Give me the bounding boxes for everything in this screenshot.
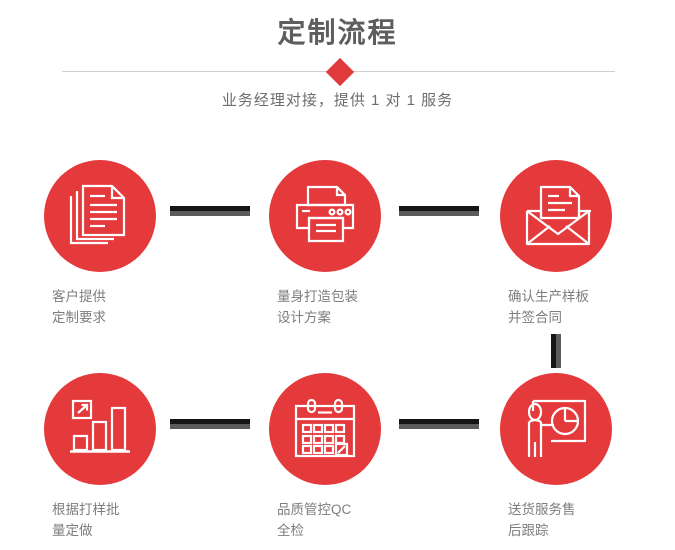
connector-segment-dark xyxy=(170,419,250,424)
connector-segment-dark xyxy=(551,334,556,368)
diamond-accent-icon xyxy=(325,57,355,87)
step-3-icon-circle xyxy=(500,160,612,272)
step-4-icon-circle xyxy=(44,373,156,485)
step-4-label: 根据打样批 量定做 xyxy=(52,502,120,538)
header: 定制流程 业务经理对接，提供 1 对 1 服务 xyxy=(0,0,675,130)
envelope-document-icon xyxy=(525,185,591,246)
step-2-icon-circle xyxy=(269,160,381,272)
documents-icon xyxy=(69,184,126,245)
step-6-label: 送货服务售 后跟踪 xyxy=(508,502,576,538)
connector-segment-dark xyxy=(399,206,479,211)
connector-segment-light xyxy=(399,424,479,429)
connector-step3-step6 xyxy=(551,334,561,368)
step-6-icon-circle xyxy=(500,373,612,485)
connector-segment-light xyxy=(170,424,250,429)
connector-step4-step5 xyxy=(170,419,250,429)
bar-chart-growth-icon xyxy=(70,399,130,453)
connector-step1-step2 xyxy=(170,206,250,216)
connector-segment-light xyxy=(399,211,479,216)
step-1-label: 客户提供 定制要求 xyxy=(52,289,106,325)
page-title: 定制流程 xyxy=(277,17,398,48)
printer-icon xyxy=(295,185,355,243)
step-5-icon-circle xyxy=(269,373,381,485)
step-2-label: 量身打造包装 设计方案 xyxy=(277,289,358,325)
step-3-label: 确认生产样板 并签合同 xyxy=(508,289,589,325)
step-5-label: 品质管控QC 全检 xyxy=(277,502,352,538)
connector-segment-light xyxy=(556,334,561,368)
presentation-person-icon xyxy=(527,399,587,457)
connector-step5-step6 xyxy=(399,419,479,429)
step-1-icon-circle xyxy=(44,160,156,272)
connector-segment-dark xyxy=(170,206,250,211)
connector-step2-step3 xyxy=(399,206,479,216)
calendar-icon xyxy=(294,398,356,458)
header-subtitle: 业务经理对接，提供 1 对 1 服务 xyxy=(221,92,454,109)
connector-segment-dark xyxy=(399,419,479,424)
connector-segment-light xyxy=(170,211,250,216)
